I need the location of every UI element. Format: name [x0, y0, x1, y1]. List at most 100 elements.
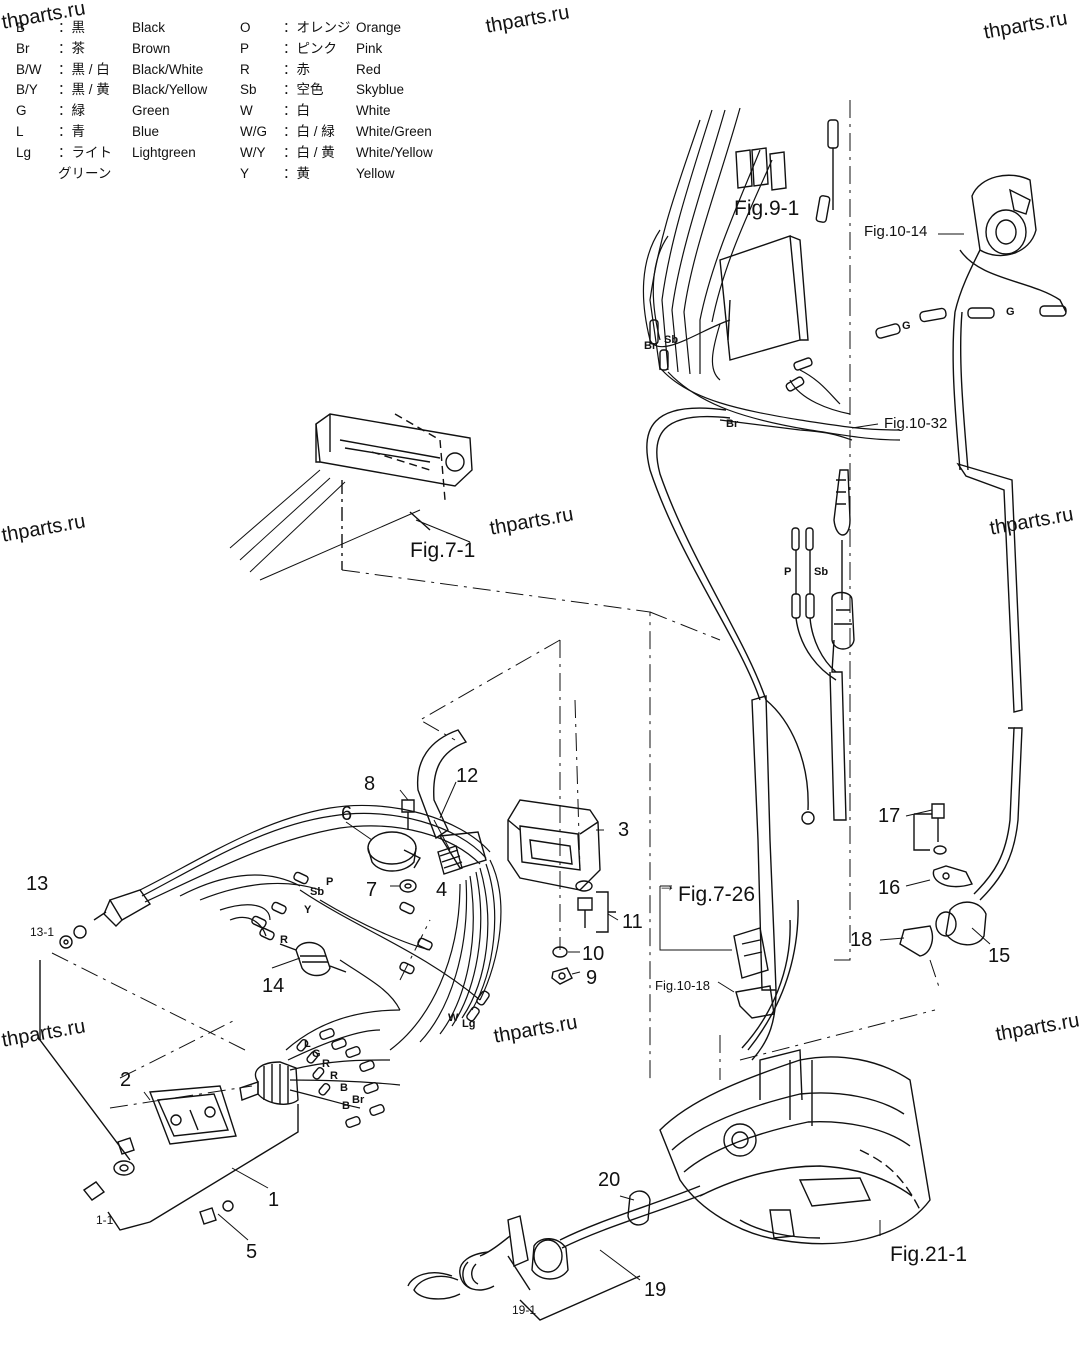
legend-jp: ：白 — [283, 103, 310, 119]
legend-en: Brown — [132, 40, 171, 56]
part-number-19: 19 — [644, 1279, 667, 1301]
fig-ref-7-26: Fig.7-26 — [678, 883, 756, 906]
legend-code: B/Y — [16, 82, 38, 98]
wire-terminals — [251, 871, 490, 1129]
part-number-2: 2 — [120, 1069, 132, 1091]
wire-label: G — [312, 1048, 321, 1060]
vertical-harness — [791, 469, 855, 821]
legend-en: Orange — [356, 20, 402, 35]
wire-label: R — [322, 1058, 330, 1070]
parts-15-18 — [899, 803, 987, 957]
kill-switch-cable — [952, 311, 1023, 901]
part-number-17: 17 — [878, 805, 901, 827]
wire-label: W — [448, 1012, 459, 1024]
legend-en: Yellow — [356, 165, 395, 181]
wire-label: P — [784, 566, 792, 578]
legend-en: Blue — [132, 123, 160, 139]
legend-en: Lightgreen — [132, 144, 196, 160]
legend-code: Br — [16, 40, 30, 56]
fig-ref-10-32: Fig.10-32 — [884, 415, 948, 432]
wire-label: Lg — [462, 1018, 476, 1030]
legend-jp: ：赤 — [283, 61, 310, 77]
coil-fig10-14 — [954, 174, 1067, 313]
legend-en: White/Yellow — [356, 144, 433, 160]
part-number-1: 1 — [268, 1189, 280, 1211]
arrow-icon: → — [658, 875, 676, 895]
legend-jp: ：ライト — [58, 144, 112, 160]
part-13-toggle-switch — [59, 889, 152, 949]
part-number-4: 4 — [436, 879, 448, 901]
part-number-14: 14 — [262, 975, 285, 997]
legend-jp: ：黒 — [58, 20, 85, 35]
part-number-20: 20 — [598, 1169, 621, 1191]
legend-code: G — [16, 103, 27, 119]
wire-label: R — [280, 934, 288, 946]
legend-jp: ：黄 — [283, 165, 310, 181]
part-1-main-switch — [39, 960, 299, 1231]
wire-label: P — [326, 876, 334, 888]
legend-en: Green — [132, 103, 170, 119]
legend-jp: ：青 — [58, 123, 85, 139]
legend-code: W/Y — [240, 144, 266, 160]
legend-jp: ：オレンジ — [283, 20, 351, 35]
part-number-6: 6 — [341, 803, 353, 825]
upper-connectors — [649, 119, 1067, 392]
wire-label: B — [340, 1082, 348, 1094]
ground-cable — [646, 407, 815, 1061]
legend-en: Black — [132, 20, 166, 35]
part-14-resistor — [279, 941, 347, 977]
wire-label: Y — [304, 904, 312, 916]
legend-code: Lg — [16, 144, 32, 160]
legend-en: Black/Yellow — [132, 82, 208, 98]
part-number-5: 5 — [246, 1241, 258, 1263]
leader-lines — [143, 233, 991, 1281]
legend-code: W/G — [240, 123, 267, 139]
legend-jp: ：緑 — [58, 103, 85, 119]
part-number-15: 15 — [988, 945, 1011, 967]
fig-ref-9-1: Fig.9-1 — [734, 197, 800, 220]
wire-label: Br — [644, 340, 657, 352]
cowling-fig21-1 — [659, 1049, 931, 1245]
bracket-fig7-1 — [229, 413, 473, 581]
legend-code: O — [240, 20, 251, 35]
legend-jp: グリーン — [58, 165, 112, 181]
legend-en: White — [356, 103, 391, 119]
part-12-tube — [416, 729, 487, 869]
legend-jp: ：茶 — [58, 40, 85, 56]
legend-jp: ：白 / 黄 — [283, 144, 335, 160]
legend-jp: ：黒 / 白 — [58, 61, 110, 77]
part-number-16: 16 — [878, 877, 901, 899]
fig-ref-21-1: Fig.21-1 — [890, 1243, 968, 1266]
fig-ref-10-18: Fig.10-18 — [655, 978, 710, 993]
wire-label: Sb — [310, 886, 325, 898]
legend-jp: ：空色 — [283, 82, 324, 98]
fig-ref-10-14: Fig.10-14 — [864, 223, 928, 240]
clamp-fig10-18 — [733, 927, 775, 1019]
wire-label: Sb — [814, 566, 829, 578]
sub-part-number-1-1: 1-1 — [96, 1213, 114, 1227]
part-19-20-lanyard — [407, 1185, 705, 1321]
legend-code: Sb — [240, 82, 257, 98]
legend-code: B/W — [16, 61, 42, 77]
sub-part-number-19-1: 19-1 — [512, 1303, 537, 1317]
center-lines — [51, 100, 941, 1109]
part-number-13: 13 — [26, 873, 49, 895]
legend-en: Pink — [356, 40, 383, 56]
legend-code: R — [240, 61, 250, 77]
parts-4-6-7-8 — [367, 799, 463, 893]
wire-label: Br — [352, 1094, 365, 1106]
part-number-9: 9 — [586, 967, 598, 989]
wire-label: Sb — [664, 334, 679, 346]
legend-en: Skyblue — [356, 82, 405, 98]
legend-code: B — [16, 20, 26, 35]
part-number-11: 11 — [622, 911, 643, 933]
legend-code: P — [240, 40, 250, 56]
main-wire-harness — [139, 804, 502, 1109]
upper-wiring — [642, 107, 901, 441]
legend-code: Y — [240, 165, 250, 181]
legend-en: White/Green — [356, 123, 432, 139]
part-number-3: 3 — [618, 819, 630, 841]
part-3-switch-box — [507, 799, 601, 891]
part-number-10: 10 — [582, 943, 605, 965]
